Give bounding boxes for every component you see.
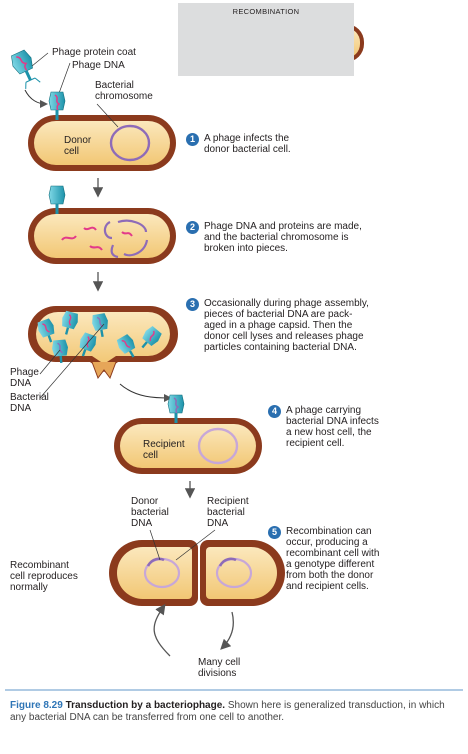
recombination-inset: RECOMBINATION (178, 3, 354, 76)
leader-protein-coat (31, 52, 49, 67)
step-3-badge: 3 (186, 298, 199, 311)
infect-arrow (24, 89, 48, 108)
label-recombinant-reproduces: Recombinant cell reproduces normally (10, 560, 78, 593)
label-donor-bacterial-dna: Donor bacterial DNA (131, 496, 169, 529)
donor-cell-2 (28, 208, 176, 264)
figure-caption: Figure 8.29 Transduction by a bacterioph… (10, 700, 460, 724)
leader-side-bacterial-dna (39, 323, 105, 399)
recombination-title: RECOMBINATION (232, 7, 300, 16)
recipient-cell (114, 418, 262, 474)
step-1: 1 A phage infects the donor bacterial ce… (186, 133, 291, 155)
step-2-text: Phage DNA and proteins are made, and the… (204, 221, 362, 254)
step-1-badge: 1 (186, 133, 199, 146)
step-5: 5 Recombination can occur, producing a r… (268, 526, 379, 592)
step-2: 2 Phage DNA and proteins are made, and t… (186, 221, 362, 254)
step-3: 3 Occasionally during phage assembly, pi… (186, 298, 369, 353)
step-4-text: A phage carrying bacterial DNA infects a… (286, 405, 379, 449)
progeny-phages (37, 310, 162, 364)
label-many-cell-divisions: Many cell divisions (198, 657, 241, 679)
infecting-phage-icon (167, 394, 185, 423)
step-1-text: A phage infects the donor bacterial cell… (204, 133, 291, 155)
label-bacterial-dna-side: Bacterial DNA (10, 392, 49, 414)
free-phage-icon (11, 49, 41, 89)
leader-chromosome (96, 103, 119, 128)
caption-figure-number: Figure 8.29 (10, 700, 63, 711)
donor-cell-1 (28, 115, 176, 171)
caption-text: Shown here is generalized transduction, … (10, 700, 445, 723)
caption-title: Transduction by a bacteriophage. (65, 700, 226, 711)
step-4-badge: 4 (268, 405, 281, 418)
step-2-badge: 2 (186, 221, 199, 234)
label-phage-dna-top: Phage DNA (72, 60, 125, 71)
step-4: 4 A phage carrying bacterial DNA infects… (268, 405, 379, 449)
leader-recipient-dna (175, 529, 216, 561)
leader-side-phage-dna (39, 349, 61, 375)
leader-phage-dna (57, 62, 71, 97)
empty-phage-icon (48, 185, 66, 214)
leader-donor-dna (149, 529, 161, 561)
recombinant-cells (109, 540, 285, 606)
step-5-badge: 5 (268, 526, 281, 539)
label-phage-protein-coat: Phage protein coat (52, 47, 136, 58)
step-5-text: Recombination can occur, producing a rec… (286, 526, 380, 592)
reproduce-arrow (153, 603, 171, 657)
step-3-text: Occasionally during phage assembly, piec… (204, 298, 369, 353)
transfer-arrow (119, 383, 172, 402)
label-recipient-bacterial-dna: Recipient bacterial DNA (207, 496, 249, 529)
label-recipient-cell: Recipient cell (143, 439, 185, 461)
label-bacterial-chromosome: Bacterial chromosome (95, 80, 153, 102)
label-phage-dna-side: Phage DNA (10, 367, 39, 389)
attached-phage-icon (48, 91, 66, 120)
label-donor-cell: Donor cell (64, 135, 92, 157)
division-arrow (220, 611, 234, 650)
